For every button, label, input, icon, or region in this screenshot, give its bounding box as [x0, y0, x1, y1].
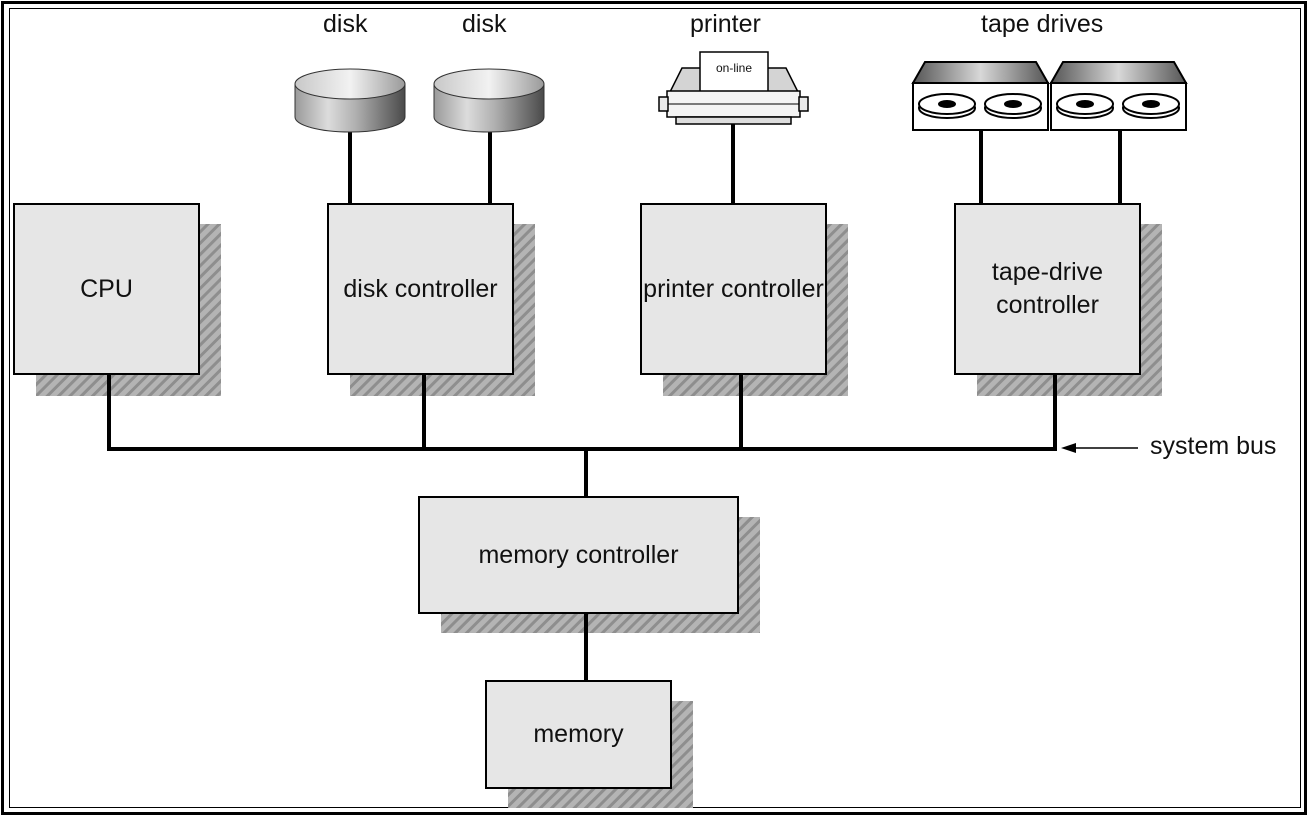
printer-status-label: on-line: [715, 61, 753, 75]
printer-controller-box: printer controller: [640, 203, 827, 375]
cpu-box: CPU: [13, 203, 200, 375]
printer-icon: [658, 51, 809, 125]
connectors: [107, 124, 1122, 681]
disk-icon: [433, 68, 545, 133]
disk-label: disk: [462, 10, 507, 38]
memory-label: memory: [533, 720, 624, 748]
printer-label: printer: [690, 10, 761, 38]
tape-controller-label-line2: controller: [996, 291, 1099, 319]
disk-icon: [294, 68, 406, 133]
memory-controller-box: memory controller: [418, 496, 739, 614]
printer-controller-label-line2: controller: [721, 274, 824, 303]
tape-drive-controller-box: tape-drive controller: [954, 203, 1141, 375]
memory-controller-label: memory controller: [478, 540, 679, 569]
printer-controller-label-line1: printer: [643, 274, 715, 303]
tape-controller-label-line1: tape-drive: [991, 258, 1104, 286]
tape-drive-icon: [911, 61, 1050, 131]
bus-arrow: [1061, 443, 1138, 453]
tape-drives-label: tape drives: [981, 10, 1104, 38]
cpu-label: CPU: [80, 274, 133, 303]
disk-controller-label-line1: disk: [343, 274, 388, 303]
disk-label: disk: [323, 10, 368, 38]
disk-controller-box: disk controller: [327, 203, 514, 375]
memory-box: memory: [485, 680, 672, 789]
system-bus-label: system bus: [1150, 432, 1277, 460]
tape-drive-icon: [1049, 61, 1188, 131]
disk-controller-label-line2: controller: [394, 274, 498, 303]
